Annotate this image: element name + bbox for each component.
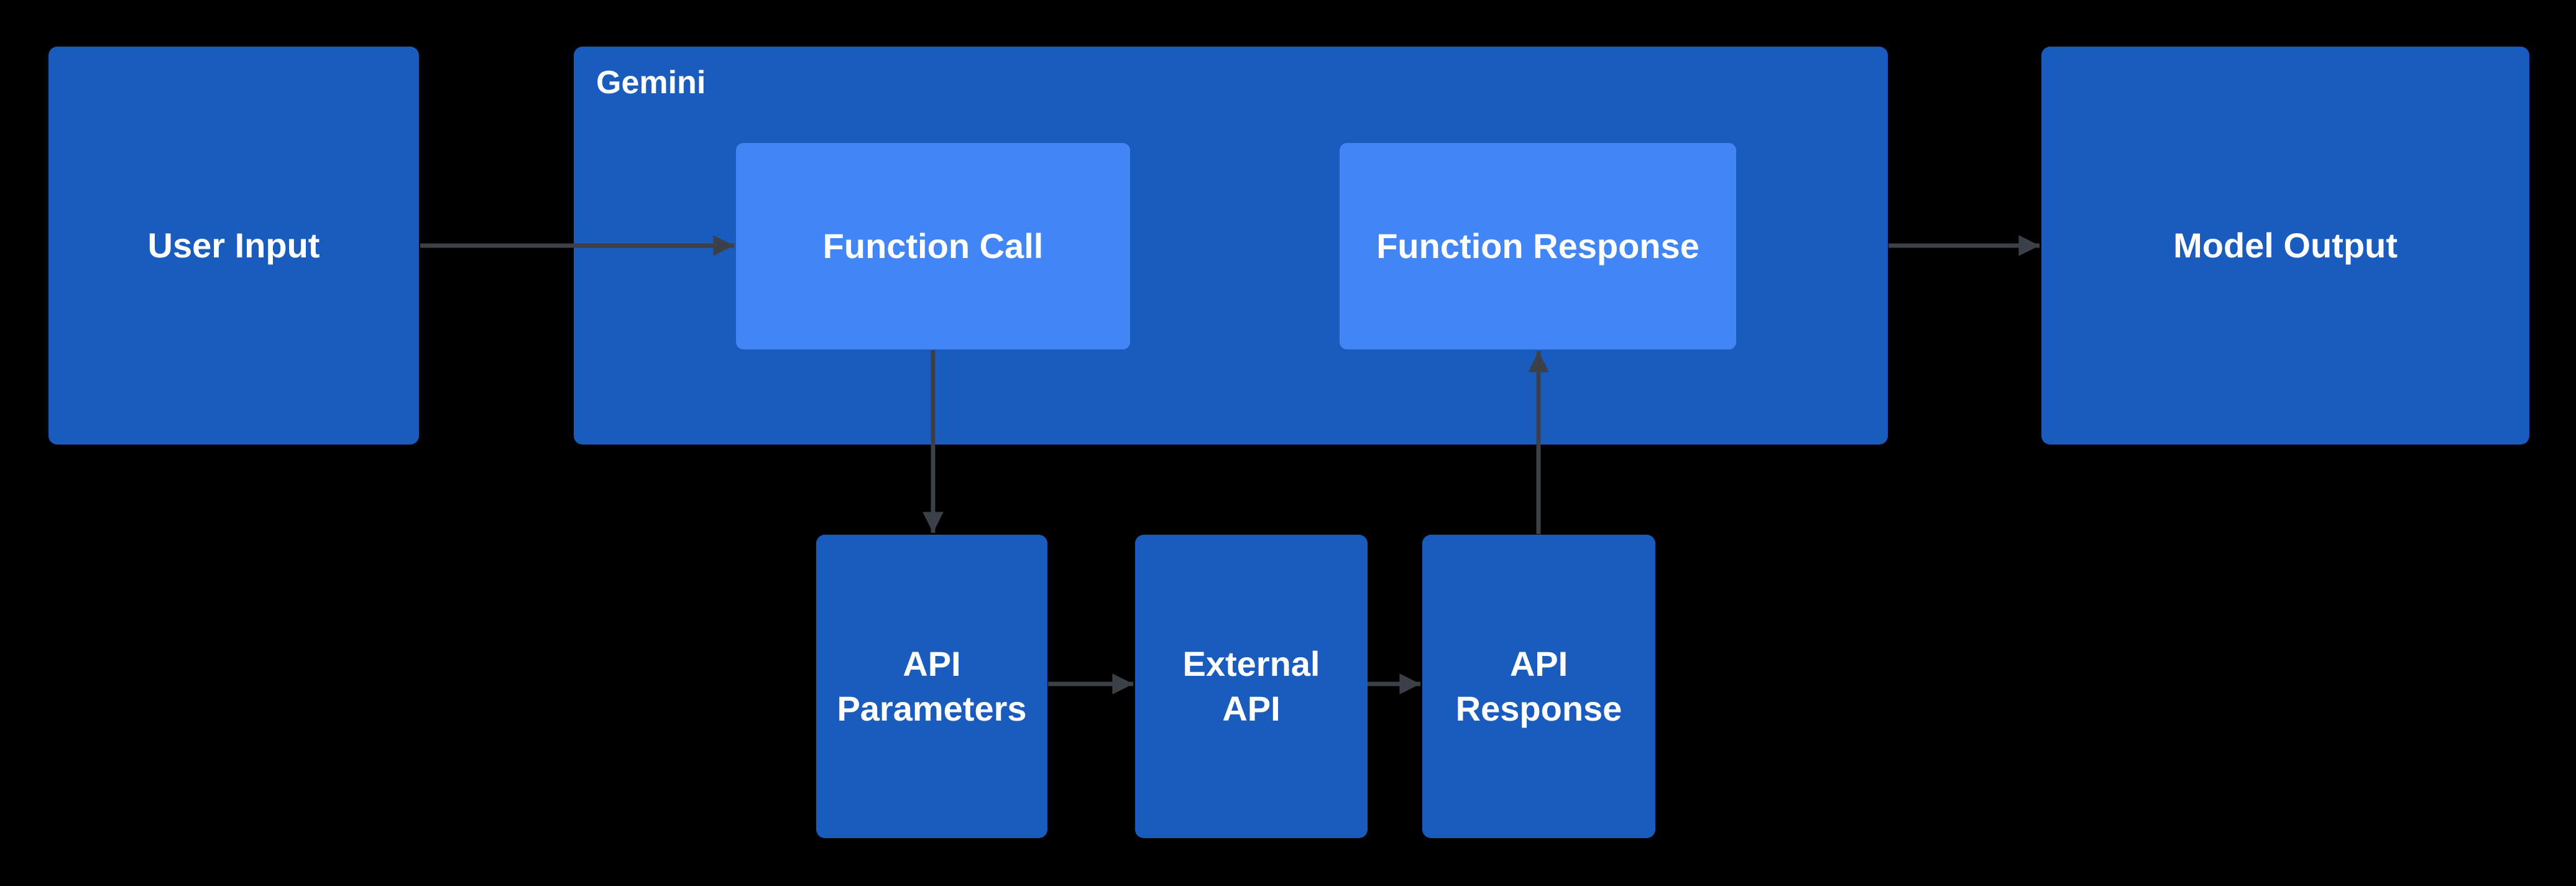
external-api-label: External API bbox=[1182, 644, 1320, 728]
gemini-container-label: Gemini bbox=[596, 65, 706, 101]
api-parameters-node: API Parameters bbox=[816, 535, 1047, 838]
user-input-label: User Input bbox=[147, 226, 320, 265]
external-api-node: External API bbox=[1135, 535, 1368, 838]
function-response-node: Function Response bbox=[1340, 143, 1736, 349]
function-call-label: Function Call bbox=[822, 226, 1044, 266]
api-response-label: API Response bbox=[1455, 644, 1622, 728]
user-input-node: User Input bbox=[48, 47, 419, 445]
api-parameters-label: API Parameters bbox=[837, 644, 1027, 728]
function-call-node: Function Call bbox=[736, 143, 1130, 349]
function-response-label: Function Response bbox=[1376, 226, 1700, 266]
model-output-label: Model Output bbox=[2173, 226, 2398, 265]
api-response-node: API Response bbox=[1422, 535, 1655, 838]
model-output-node: Model Output bbox=[2041, 47, 2529, 445]
